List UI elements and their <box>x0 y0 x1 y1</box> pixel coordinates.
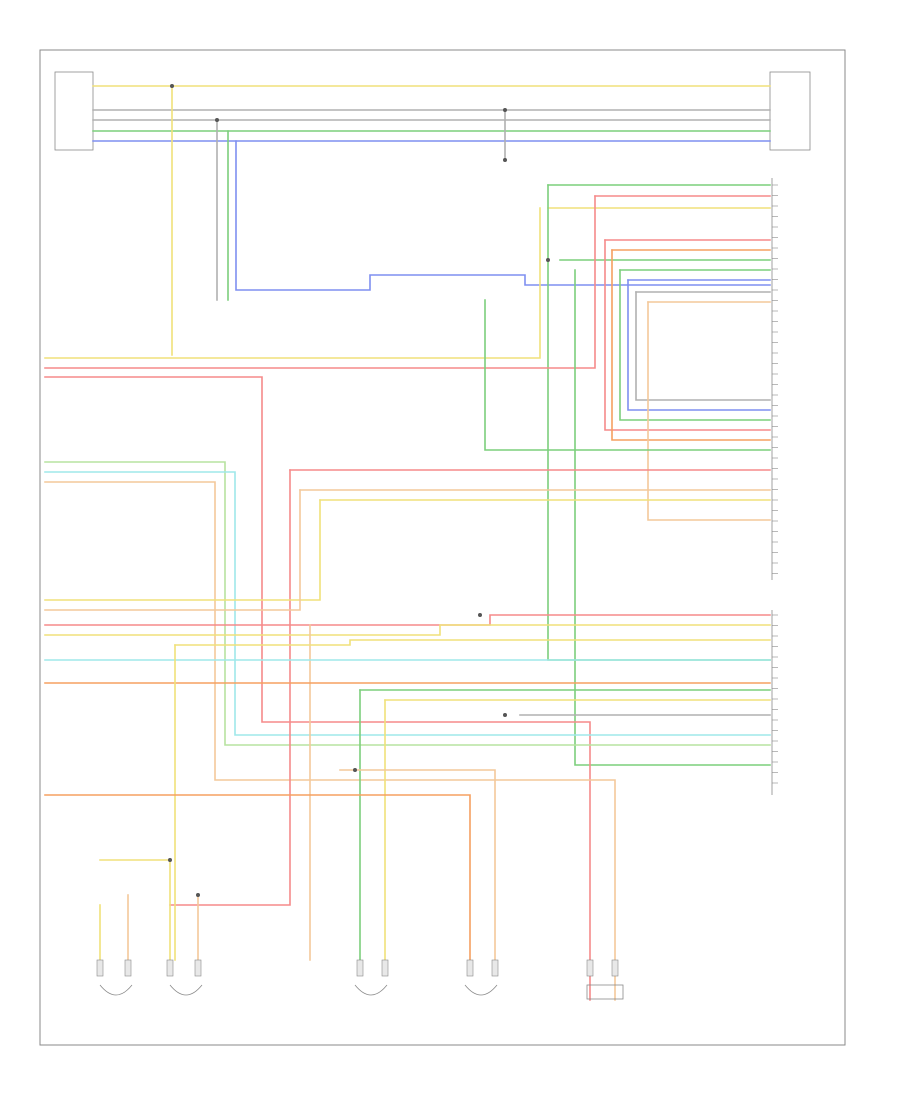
wire-orange-rr <box>44 794 471 961</box>
pin <box>381 959 389 977</box>
wire-orange-c1-down <box>611 249 771 441</box>
wire-red-c1-down <box>604 239 771 431</box>
wire-tan-left <box>44 489 301 611</box>
wire-red-left <box>44 195 596 369</box>
pin <box>491 959 499 977</box>
wire-red-c2 <box>44 614 771 626</box>
top-drops <box>171 85 771 356</box>
splice-dot <box>546 258 550 262</box>
pin <box>611 959 619 977</box>
splice-dot <box>478 613 482 617</box>
splice-dot <box>353 768 357 772</box>
splice-points <box>168 84 550 897</box>
wire-tan-mid <box>44 481 616 1001</box>
right-front-speaker <box>354 984 388 996</box>
right-vertical-wires <box>44 184 771 766</box>
diagram-frame <box>39 49 846 1046</box>
wire-red-speaker <box>44 376 591 1001</box>
radio-connector-pins <box>772 184 778 784</box>
pin <box>356 959 364 977</box>
speakers <box>99 984 624 1000</box>
splice-dot <box>503 713 507 717</box>
wire-green-c1-down <box>619 269 771 421</box>
top-bus-wires <box>92 85 771 142</box>
wire-yellow-lf-2 <box>99 859 171 961</box>
wire-tan-rr <box>339 769 496 961</box>
radio-c2-wires <box>44 614 771 961</box>
splice-dot <box>503 108 507 112</box>
splice-dot <box>196 893 200 897</box>
wire-yellow-lr <box>174 639 771 646</box>
splice-dot <box>170 84 174 88</box>
wire-yellow-c2 <box>44 624 771 636</box>
splice-dot <box>215 118 219 122</box>
wire-green-c2 <box>574 269 771 766</box>
ground-dot <box>503 158 507 162</box>
radio-c1-wires <box>547 184 771 303</box>
pin <box>586 959 594 977</box>
wire-tan-c1-down <box>647 301 771 521</box>
wire-green-mid <box>484 299 771 451</box>
wire-lightgreen-mid <box>44 461 771 746</box>
right-door-switch-connector <box>769 71 811 151</box>
speaker-pins <box>96 959 619 977</box>
left-front-speaker <box>99 984 133 996</box>
right-rear-speaker <box>464 984 498 996</box>
wire-yellow-long <box>44 207 541 359</box>
wire-yellow-left <box>44 499 321 601</box>
middle-wires <box>44 299 771 1001</box>
pin <box>466 959 474 977</box>
wire-blue-c1-down <box>627 279 771 411</box>
pin <box>96 959 104 977</box>
splice-dot <box>168 858 172 862</box>
pin <box>194 959 202 977</box>
left-door-switch-connector <box>54 71 94 151</box>
wire-red-lf <box>169 469 291 906</box>
power-antenna <box>586 984 624 1000</box>
left-rear-speaker <box>169 984 203 996</box>
pin <box>124 959 132 977</box>
wire-blue-run <box>235 140 771 291</box>
wire-cyan-mid <box>44 471 771 736</box>
pin <box>166 959 174 977</box>
wire-green-long <box>547 184 771 661</box>
wire-gray-c1-down <box>635 291 771 401</box>
